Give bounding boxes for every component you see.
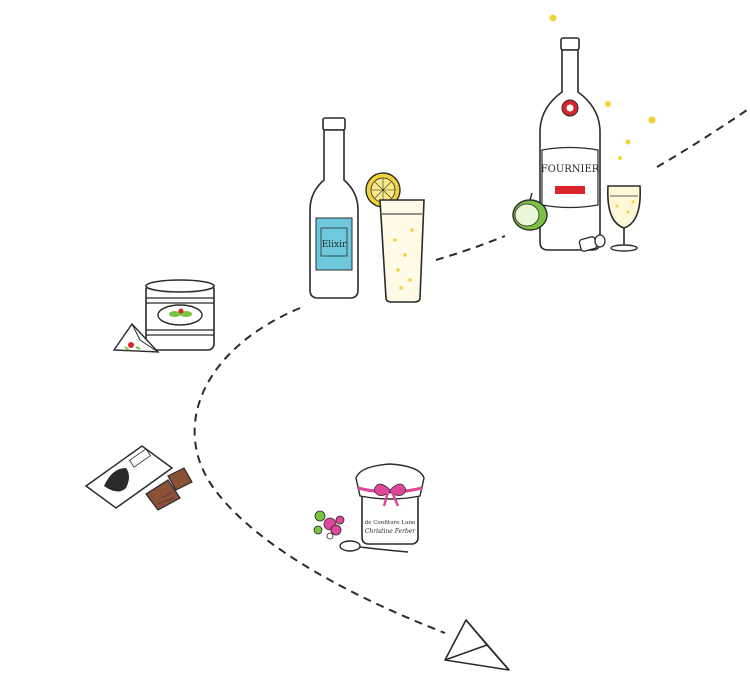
jam-label-line2: Christine Ferber <box>365 528 417 535</box>
dashed-path-top <box>656 107 750 168</box>
jam-label-line1: de Confiture Lune <box>365 520 416 526</box>
flower-sprig-icon <box>313 510 345 540</box>
champagne-bottle-icon: FOURNIER <box>539 14 656 251</box>
paper-plane-icon <box>444 619 510 671</box>
blue-label-bottle-icon: Elixir <box>309 117 359 299</box>
jam-jar-icon: de Confiture Lune Christine Ferber <box>355 463 425 545</box>
dashed-path-main <box>193 307 446 634</box>
tulip-glass-icon <box>607 185 641 252</box>
cork-icon <box>578 234 606 252</box>
dashed-path-middle <box>435 235 506 261</box>
apple-icon <box>512 192 548 231</box>
blue-bottle-label: Elixir <box>322 240 347 250</box>
tea-tin-icon <box>145 279 215 351</box>
champagne-label: FOURNIER <box>541 164 600 175</box>
spoon-icon <box>339 540 409 553</box>
chocolate-bar-icon <box>84 445 193 511</box>
lemonade-glass-icon <box>365 172 425 303</box>
teabag-icon <box>112 322 160 353</box>
